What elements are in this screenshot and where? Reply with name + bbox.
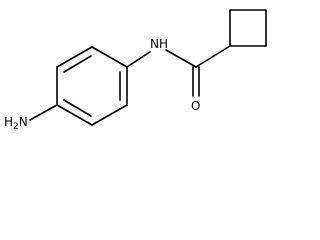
ring-bond-1 <box>56 46 93 68</box>
amine-bond <box>29 104 58 121</box>
cyclobutane-ring <box>229 9 267 47</box>
ring-bond-4 <box>91 104 128 126</box>
carbonyl-cyclobutyl-bond <box>195 45 231 68</box>
ring-double-bond-3 <box>63 99 92 117</box>
amine-n: N <box>19 115 28 129</box>
amine-subscript: 2 <box>13 122 19 132</box>
n-carbonyl-bond <box>165 49 197 68</box>
ring-bond-5 <box>56 104 93 126</box>
amine-label: H2N <box>4 115 28 132</box>
ring-double-bond-1 <box>63 55 92 73</box>
ring-bond-2 <box>91 46 128 68</box>
aryl-n-bond <box>126 51 151 68</box>
amide-h: H <box>159 37 168 51</box>
amide-n: N <box>150 37 159 51</box>
benzene-ring <box>56 46 128 126</box>
amine-h: H <box>4 115 13 129</box>
carbonyl-oxygen-label: O <box>191 99 200 113</box>
amide-nh-label: NH <box>150 37 168 51</box>
chemical-structure: H2N NH O <box>4 9 267 132</box>
